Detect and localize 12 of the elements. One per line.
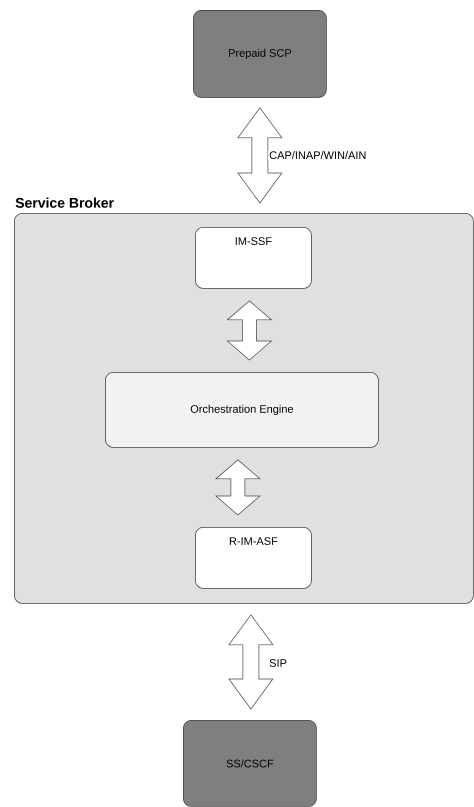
double-arrow	[214, 459, 261, 516]
double-arrow	[237, 107, 283, 204]
box-label: SS/CSCF	[226, 759, 274, 768]
double-arrow	[228, 614, 274, 710]
edge-label: CAP/INAP/WIN/AIN	[268, 150, 368, 160]
double-arrow	[226, 300, 272, 360]
edge-label: SIP	[268, 658, 288, 668]
group-title: Service Broker	[16, 198, 114, 208]
box-label: Orchestration Engine	[190, 404, 294, 416]
box-label: R-IM-ASF	[230, 537, 278, 545]
box-label: IM-SSF	[236, 237, 272, 245]
box-label: Prepaid SCP	[229, 48, 292, 60]
